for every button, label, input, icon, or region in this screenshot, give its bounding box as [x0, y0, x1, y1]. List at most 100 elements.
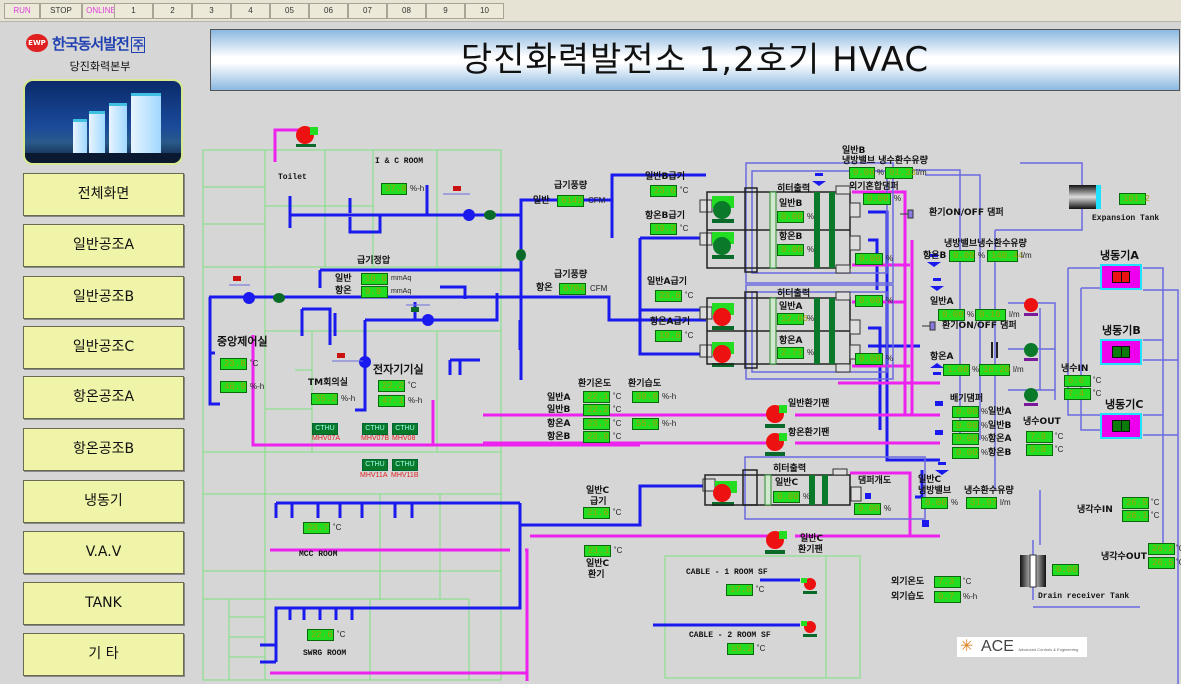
tm-meeting-humidity: 35.2	[311, 393, 338, 405]
cable-room-1-temp-unit: ˚C	[756, 585, 765, 594]
supply-pressure-general-unit: mmAq	[391, 275, 412, 282]
ahu-b-general-heater: 0.00	[777, 211, 804, 223]
valve-a-general-valve: 0.00	[938, 309, 965, 321]
nav-constant-ahu-b[interactable]: 항온공조B	[23, 428, 184, 471]
chw-pumps	[1024, 298, 1038, 406]
page-button-3[interactable]: 3	[192, 3, 231, 19]
tm-meeting-humidity-unit: %-h	[341, 394, 356, 403]
exhaust-damper-constant-b-unit: %	[981, 448, 989, 457]
supply-temp-general-a: 23.6	[655, 290, 682, 302]
chilled-water-pipes	[744, 162, 1179, 684]
exhaust-damper-general-a-unit: %	[981, 407, 989, 416]
return-temp-general-b: 22.2	[583, 404, 610, 416]
cable-room-1-fan	[801, 578, 817, 594]
page-button-10[interactable]: 10	[465, 3, 504, 19]
page-button-2[interactable]: 2	[153, 3, 192, 19]
nav-etc[interactable]: 기 타	[23, 633, 184, 676]
cthu-mhv07b[interactable]: CTHU	[362, 423, 388, 435]
page-button-5[interactable]: 05	[270, 3, 309, 19]
nav-general-ahu-b[interactable]: 일반공조B	[23, 276, 184, 319]
mcc-room-temp-unit: ˚C	[333, 523, 342, 532]
chiller-c[interactable]	[1100, 413, 1142, 439]
supply-flow-label-constant: 급기풍량	[554, 270, 588, 280]
expansion-tank-icon	[1069, 185, 1101, 209]
central-control-temp: 23.8	[220, 358, 247, 370]
valve-a-constant-valve: 1.00	[943, 364, 970, 376]
chw-out-2-unit: ˚C	[1055, 445, 1064, 454]
cthu-mhv08[interactable]: CTHU	[392, 423, 418, 435]
supply-pressure-constant: 9.9	[361, 286, 388, 298]
drain-tank-label: Drain receiver Tank	[1038, 592, 1130, 601]
page-button-7[interactable]: 07	[348, 3, 387, 19]
ahu-a-damper-2: 0.00	[855, 353, 883, 365]
cthu-mhv08-tag: MHV08	[392, 435, 416, 442]
cthu-mhv11b[interactable]: CTHU	[392, 459, 418, 471]
nav-general-ahu-c[interactable]: 일반공조C	[23, 326, 184, 369]
central-control-room-label: 중앙제어실	[217, 335, 268, 348]
nav-general-ahu-a[interactable]: 일반공조A	[23, 224, 184, 267]
return-fan-general	[765, 405, 787, 428]
return-row-constant-a-label: 항온A	[547, 419, 571, 429]
page-button-9[interactable]: 9	[426, 3, 465, 19]
nav-chiller[interactable]: 냉동기	[23, 480, 184, 523]
cable-room-2-temp-unit: ˚C	[757, 644, 766, 653]
supply-temp-general-c-label-2: 급기	[590, 497, 607, 507]
exhaust-damper-constant-b: 0.00	[952, 447, 979, 459]
valve-b-constant-valve: 0.00	[949, 250, 975, 262]
return-row-constant-b-label: 항온B	[547, 432, 571, 442]
return-hum-general-a: 39.8	[632, 391, 659, 403]
drain-tank-value: 0.00	[1052, 564, 1079, 576]
cthu-mhv07a[interactable]: CTHU	[312, 423, 338, 435]
stop-button[interactable]: STOP	[40, 3, 82, 19]
toilet-exhaust-fan	[296, 126, 318, 147]
return-temp-general-b-unit: ˚C	[613, 405, 622, 414]
chiller-a[interactable]	[1100, 264, 1142, 290]
nav-overview[interactable]: 전체화면	[23, 173, 184, 216]
return-hum-header: 환기습도	[628, 379, 662, 389]
plant-photo	[23, 79, 183, 165]
ahu-b-damper-2-unit: %	[886, 254, 894, 263]
page-button-8[interactable]: 08	[387, 3, 426, 19]
return-row-general-b-label: 일반B	[547, 405, 571, 415]
return-temp-general-a-unit: ˚C	[613, 392, 622, 401]
supply-temp-general-a-label: 일반A급기	[647, 277, 688, 287]
chw-pump-1	[1024, 298, 1038, 316]
ahu-a-heater-label: 히터출력	[777, 289, 811, 299]
expansion-tank-label: Expansion Tank	[1092, 214, 1160, 223]
return-temp-general-a: 22.1	[583, 391, 610, 403]
return-temp-general-c-unit: ˚C	[614, 546, 623, 555]
dampers	[832, 185, 862, 502]
chiller-b[interactable]	[1100, 339, 1142, 365]
outdoor-hum-unit: %-h	[963, 592, 978, 601]
cw-in-1: 26.5	[1122, 497, 1149, 509]
nav-constant-ahu-a[interactable]: 항온공조A	[23, 376, 184, 419]
cable-room-1-label: CABLE - 1 ROOM SF	[686, 568, 768, 577]
cthu-mhv11a[interactable]: CTHU	[362, 459, 388, 471]
cw-out-2-unit: ˚C	[1176, 558, 1181, 567]
page-button-1[interactable]: 1	[114, 3, 153, 19]
page-button-6[interactable]: 06	[309, 3, 348, 19]
vendor-logo: ✳ ACE Advanced Controls & Engineering	[957, 637, 1087, 657]
nav-tank[interactable]: TANK	[23, 582, 184, 625]
supply-temp-constant-a-unit: ˚C	[685, 331, 694, 340]
return-general-c-label-2: 환기	[588, 570, 605, 580]
return-fan-constant	[765, 433, 787, 456]
run-button[interactable]: RUN	[4, 3, 40, 19]
supply-fan-constant-b	[699, 232, 734, 259]
filters	[764, 191, 777, 506]
ahu-a-general-heater: 12.86	[777, 313, 808, 325]
nav-vav[interactable]: V.A.V	[23, 531, 184, 574]
supply-temp-general-a-unit: ˚C	[685, 291, 694, 300]
valve-c-title-1: 일반C	[918, 475, 942, 485]
page-button-4[interactable]: 4	[231, 3, 270, 19]
online-button[interactable]: ONLINE	[82, 3, 120, 19]
valve-b-constant-valve-unit: %	[978, 251, 986, 260]
valve-a-general-valve-unit: %	[967, 310, 975, 319]
ahu-a-damper-1: 0.00	[855, 295, 883, 307]
supply-fan-general-c	[702, 478, 737, 506]
valve-a-general-flow: 0.10	[975, 309, 1006, 321]
ahu-a-constant-heater: 2.71	[777, 347, 804, 359]
ic-room-label: I & C ROOM	[375, 157, 424, 166]
cable-room-1-temp: 17.8	[726, 584, 753, 596]
cw-out-label: 냉각수OUT	[1101, 552, 1147, 562]
